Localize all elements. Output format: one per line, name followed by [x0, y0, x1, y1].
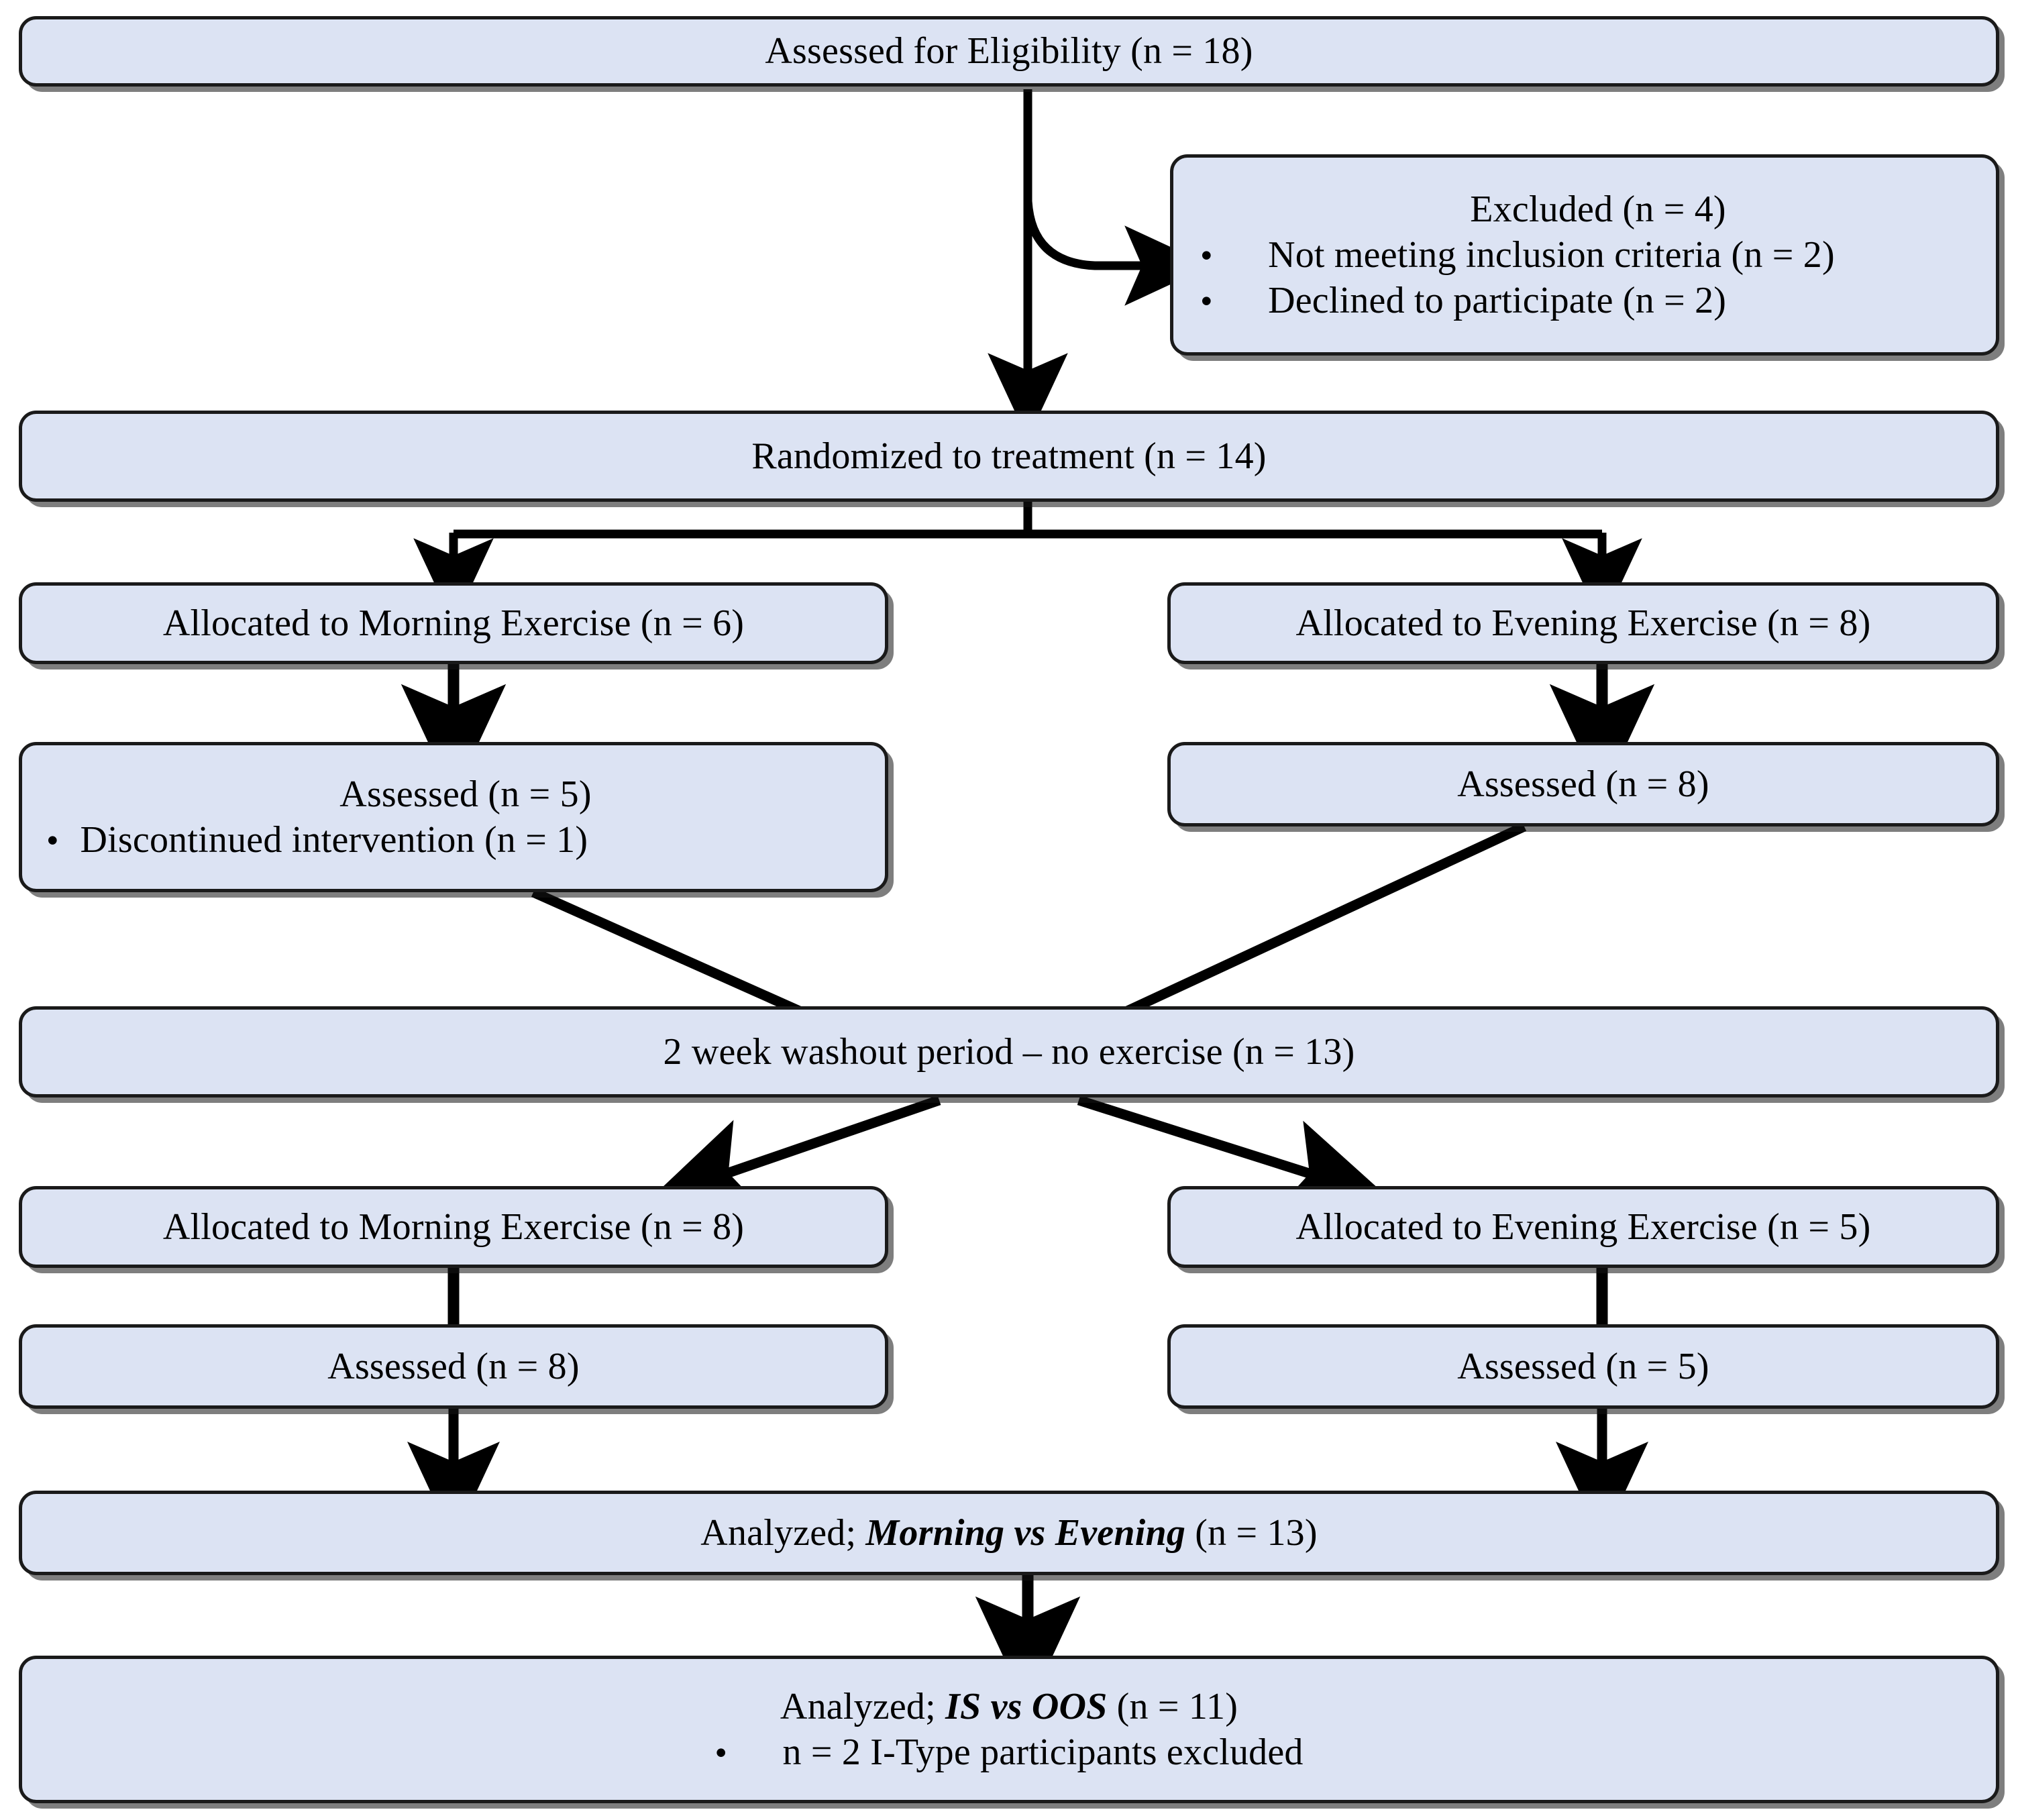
- node-assessed-evening-1[interactable]: Assessed (n = 8): [1167, 742, 1999, 826]
- edge-randomized-split: [413, 502, 1642, 625]
- washout-period-label: 2 week washout period – no exercise (n =…: [663, 1030, 1355, 1073]
- node-assessed-evening-2[interactable]: Assessed (n = 5): [1167, 1324, 1999, 1409]
- analyzed-final-emphasis: IS vs OOS: [945, 1685, 1108, 1727]
- allocated-evening-exercise-2-label: Allocated to Evening Exercise (n = 5): [1295, 1206, 1871, 1248]
- node-excluded[interactable]: Excluded (n = 4) • Not meeting inclusion…: [1170, 154, 1999, 356]
- allocated-morning-exercise-2-label: Allocated to Morning Exercise (n = 8): [162, 1206, 745, 1248]
- node-assessed-for-eligibility[interactable]: Assessed for Eligibility (n = 18): [19, 16, 1999, 87]
- randomized-to-treatment-label: Randomized to treatment (n = 14): [751, 435, 1267, 477]
- analyzed-is-vs-oos-label: Analyzed; IS vs OOS (n = 11): [780, 1684, 1238, 1729]
- assessed-morning-1-heading: Assessed (n = 5): [339, 773, 592, 815]
- analyzed-prefix: Analyzed;: [700, 1511, 866, 1554]
- edge-washout-to-alloc-morning-2: [648, 1095, 941, 1212]
- excluded-heading: Excluded (n = 4): [1470, 188, 1726, 230]
- allocated-morning-exercise-1-label: Allocated to Morning Exercise (n = 6): [162, 602, 745, 644]
- bullet-icon: •: [714, 1733, 728, 1772]
- bullet-icon: •: [46, 820, 59, 860]
- excluded-bullet-1: • Not meeting inclusion criteria (n = 2): [1200, 232, 1835, 278]
- node-allocated-morning-exercise-2[interactable]: Allocated to Morning Exercise (n = 8): [19, 1186, 888, 1268]
- analyzed-final-suffix: (n = 11): [1107, 1685, 1238, 1727]
- analyzed-emphasis: Morning vs Evening: [865, 1511, 1186, 1554]
- assessed-evening-1-label: Assessed (n = 8): [1457, 763, 1709, 805]
- node-washout-period[interactable]: 2 week washout period – no exercise (n =…: [19, 1006, 1999, 1098]
- edge-assessed-evening-1-to-washout: [1103, 822, 1527, 1026]
- node-analyzed-is-vs-oos[interactable]: Analyzed; IS vs OOS (n = 11) • n = 2 I-T…: [19, 1656, 1999, 1803]
- assessed-evening-2-label: Assessed (n = 5): [1457, 1345, 1709, 1387]
- analyzed-is-vs-oos-bullet: • n = 2 I-Type participants excluded: [714, 1729, 1303, 1775]
- edge-washout-to-alloc-evening-2: [1077, 1095, 1391, 1213]
- node-analyzed-morning-vs-evening[interactable]: Analyzed; Morning vs Evening (n = 13): [19, 1491, 1999, 1575]
- bullet-icon: •: [1200, 281, 1213, 321]
- bullet-icon: •: [1200, 235, 1213, 275]
- node-allocated-evening-exercise-1[interactable]: Allocated to Evening Exercise (n = 8): [1167, 582, 1999, 664]
- excluded-bullet-2: • Declined to participate (n = 2): [1200, 278, 1726, 323]
- node-allocated-evening-exercise-2[interactable]: Allocated to Evening Exercise (n = 5): [1167, 1186, 1999, 1268]
- assessed-for-eligibility-label: Assessed for Eligibility (n = 18): [765, 30, 1253, 72]
- analyzed-suffix: (n = 13): [1185, 1511, 1318, 1554]
- assessed-morning-2-label: Assessed (n = 8): [327, 1345, 580, 1387]
- allocated-evening-exercise-1-label: Allocated to Evening Exercise (n = 8): [1295, 602, 1871, 644]
- node-randomized-to-treatment[interactable]: Randomized to treatment (n = 14): [19, 411, 1999, 502]
- analyzed-morning-vs-evening-label: Analyzed; Morning vs Evening (n = 13): [700, 1510, 1317, 1556]
- assessed-morning-1-bullet: • Discontinued intervention (n = 1): [46, 817, 588, 863]
- analyzed-final-prefix: Analyzed;: [780, 1685, 946, 1727]
- node-assessed-morning-2[interactable]: Assessed (n = 8): [19, 1324, 888, 1409]
- node-assessed-morning-1[interactable]: Assessed (n = 5) • Discontinued interven…: [19, 742, 888, 892]
- edge-assessed-morning-1-to-washout: [531, 888, 825, 1026]
- edge-eligibility-to-excluded: [1023, 201, 1211, 306]
- node-allocated-morning-exercise-1[interactable]: Allocated to Morning Exercise (n = 6): [19, 582, 888, 664]
